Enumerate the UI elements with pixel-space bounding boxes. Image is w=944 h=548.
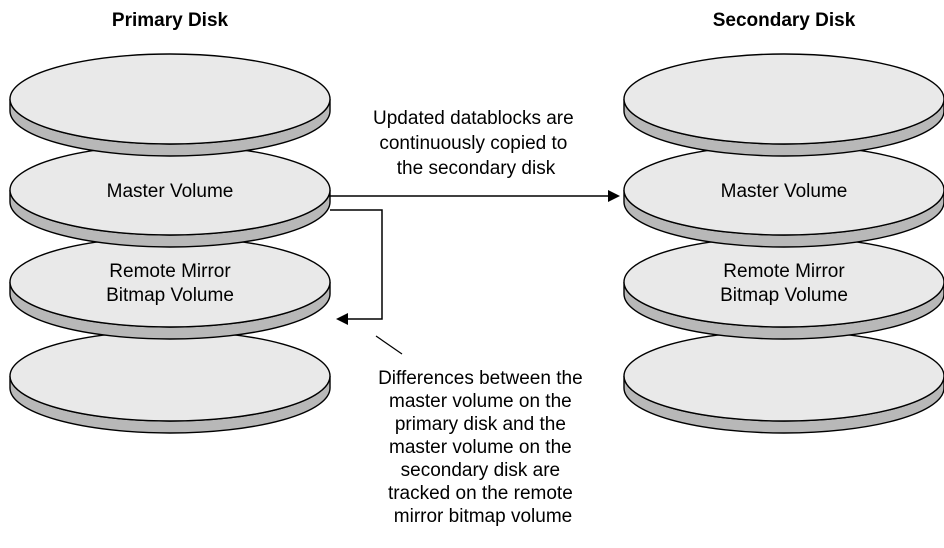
secondary-platter: Master Volume <box>623 144 944 248</box>
platter-top <box>623 53 944 145</box>
copy-note-line: continuously copied to <box>379 133 567 154</box>
copy-note-line: the secondary disk <box>397 158 556 179</box>
platter-top <box>9 53 331 145</box>
volume-label: Bitmap Volume <box>106 285 234 306</box>
primary-disk-title: Primary Disk <box>112 10 229 31</box>
secondary-platter <box>623 53 944 157</box>
differences-note-line: master volume on the <box>389 391 572 412</box>
primary-platter <box>9 330 331 434</box>
platter-top <box>623 236 944 328</box>
bitmap-tracking-arrow <box>330 209 383 325</box>
volume-label: Remote Mirror <box>723 261 845 282</box>
primary-platter <box>9 53 331 157</box>
copy-note-line: Updated datablocks are <box>373 108 574 129</box>
differences-note-line: master volume on the <box>389 437 572 458</box>
secondary-disk-title: Secondary Disk <box>713 10 856 31</box>
secondary-platter <box>623 330 944 434</box>
volume-label: Remote Mirror <box>109 261 231 282</box>
volume-label: Bitmap Volume <box>720 285 848 306</box>
differences-note-line: Differences between the <box>378 368 583 389</box>
differences-note-line: mirror bitmap volume <box>394 506 572 527</box>
differences-note: Differences between the master volume on… <box>378 368 588 527</box>
note-leader-line <box>375 335 403 355</box>
differences-note-line: secondary disk are <box>401 460 560 481</box>
primary-platter: Master Volume <box>9 144 331 248</box>
volume-label: Master Volume <box>721 181 848 202</box>
differences-note-line: tracked on the remote <box>388 483 573 504</box>
platter-top <box>9 236 331 328</box>
copy-note: Updated datablocks are continuously copi… <box>373 108 579 179</box>
platter-top <box>9 330 331 422</box>
platter-top <box>623 330 944 422</box>
volume-label: Master Volume <box>107 181 234 202</box>
differences-note-line: primary disk and the <box>395 414 566 435</box>
